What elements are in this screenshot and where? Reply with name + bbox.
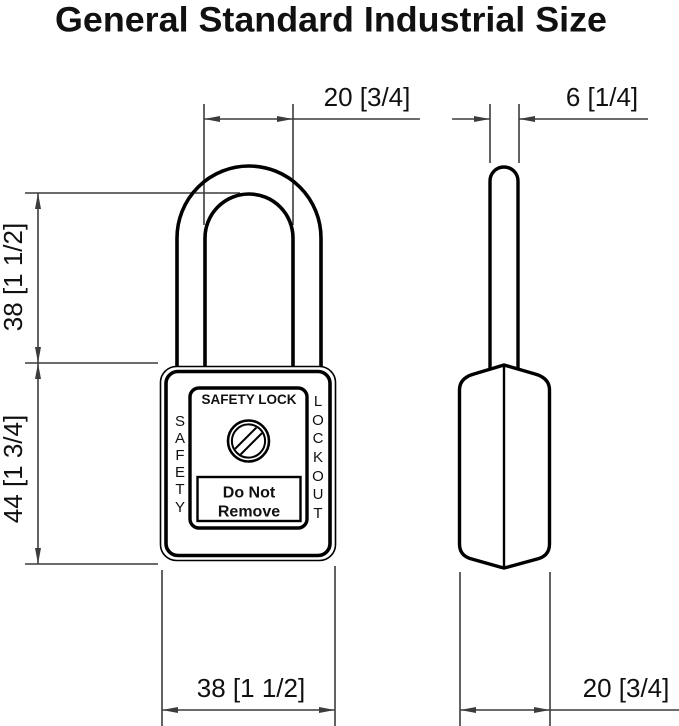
vertical-letter: Y bbox=[175, 499, 185, 516]
vertical-letter: F bbox=[175, 447, 184, 464]
vertical-letter: T bbox=[313, 505, 322, 522]
vertical-letter: L bbox=[314, 393, 322, 410]
shackle-rod-outline bbox=[488, 165, 520, 368]
arrowhead-right-icon bbox=[534, 707, 550, 713]
dimension-body-height: 44 [1 3/4] bbox=[0, 363, 158, 565]
dimension-text-shackle-inner-width: 20 [3/4] bbox=[324, 82, 411, 112]
arrowhead-left-icon bbox=[460, 707, 476, 713]
keyhole-outer-circle bbox=[226, 419, 271, 463]
keyhole-icon bbox=[226, 419, 271, 463]
padlock-side-view bbox=[457, 165, 552, 570]
dimension-body-depth: 20 [3/4] bbox=[459, 572, 679, 726]
vertical-letter: A bbox=[175, 430, 185, 447]
vertical-letter: U bbox=[313, 486, 324, 503]
vertical-letter: C bbox=[313, 430, 324, 447]
padlock-front-view: SAFETY LOCK Do Not Remove S A F E T Y L bbox=[159, 164, 337, 562]
vertical-letter: O bbox=[312, 412, 324, 429]
vertical-letter: S bbox=[175, 413, 185, 430]
dimension-shackle-inner-width: 20 [3/4] bbox=[203, 82, 420, 225]
arrowhead-left-icon bbox=[204, 116, 220, 122]
vertical-letter: T bbox=[175, 481, 184, 498]
shackle-outer-outline bbox=[175, 164, 323, 368]
key-slot-line bbox=[237, 430, 265, 457]
plate-heading: SAFETY LOCK bbox=[201, 392, 296, 407]
dimension-text-shackle-diameter: 6 [1/4] bbox=[566, 82, 638, 112]
dimension-text-shackle-height: 38 [1 1/2] bbox=[0, 223, 28, 331]
drawing-title: General Standard Industrial Size bbox=[55, 1, 607, 40]
vertical-letter: O bbox=[312, 468, 324, 485]
warning-text-line2: Remove bbox=[218, 504, 280, 521]
arrowhead-up-icon bbox=[35, 193, 41, 209]
arrowhead-up-icon bbox=[35, 363, 41, 379]
vertical-label-lockout: L O C K O U T bbox=[312, 393, 324, 522]
arrowhead-down-icon bbox=[35, 347, 41, 363]
body-inner-outline bbox=[164, 369, 332, 558]
keyhole-inner-circle bbox=[230, 423, 267, 459]
vertical-letter: K bbox=[313, 449, 323, 466]
arrowhead-right-icon bbox=[474, 116, 490, 122]
arrowhead-right-icon bbox=[319, 707, 335, 713]
warning-text-line1: Do Not bbox=[223, 485, 276, 502]
vertical-letter: E bbox=[175, 464, 185, 481]
key-slot-line bbox=[232, 425, 260, 452]
vertical-label-safety: S A F E T Y bbox=[175, 413, 185, 516]
dimension-text-body-depth: 20 [3/4] bbox=[583, 673, 670, 703]
dimension-shackle-height: 38 [1 1/2] bbox=[0, 192, 240, 364]
shackle-inner-outline bbox=[203, 192, 295, 368]
arrowhead-left-icon bbox=[162, 707, 178, 713]
warning-box bbox=[196, 475, 302, 523]
arrowhead-down-icon bbox=[35, 548, 41, 564]
dimension-body-width: 38 [1 1/2] bbox=[161, 566, 336, 726]
dimension-text-body-height: 44 [1 3/4] bbox=[0, 415, 28, 523]
arrowhead-right-icon bbox=[277, 116, 293, 122]
dimension-text-body-width: 38 [1 1/2] bbox=[197, 673, 305, 703]
dimension-shackle-diameter: 6 [1/4] bbox=[452, 82, 648, 163]
arrowhead-left-icon bbox=[519, 116, 535, 122]
